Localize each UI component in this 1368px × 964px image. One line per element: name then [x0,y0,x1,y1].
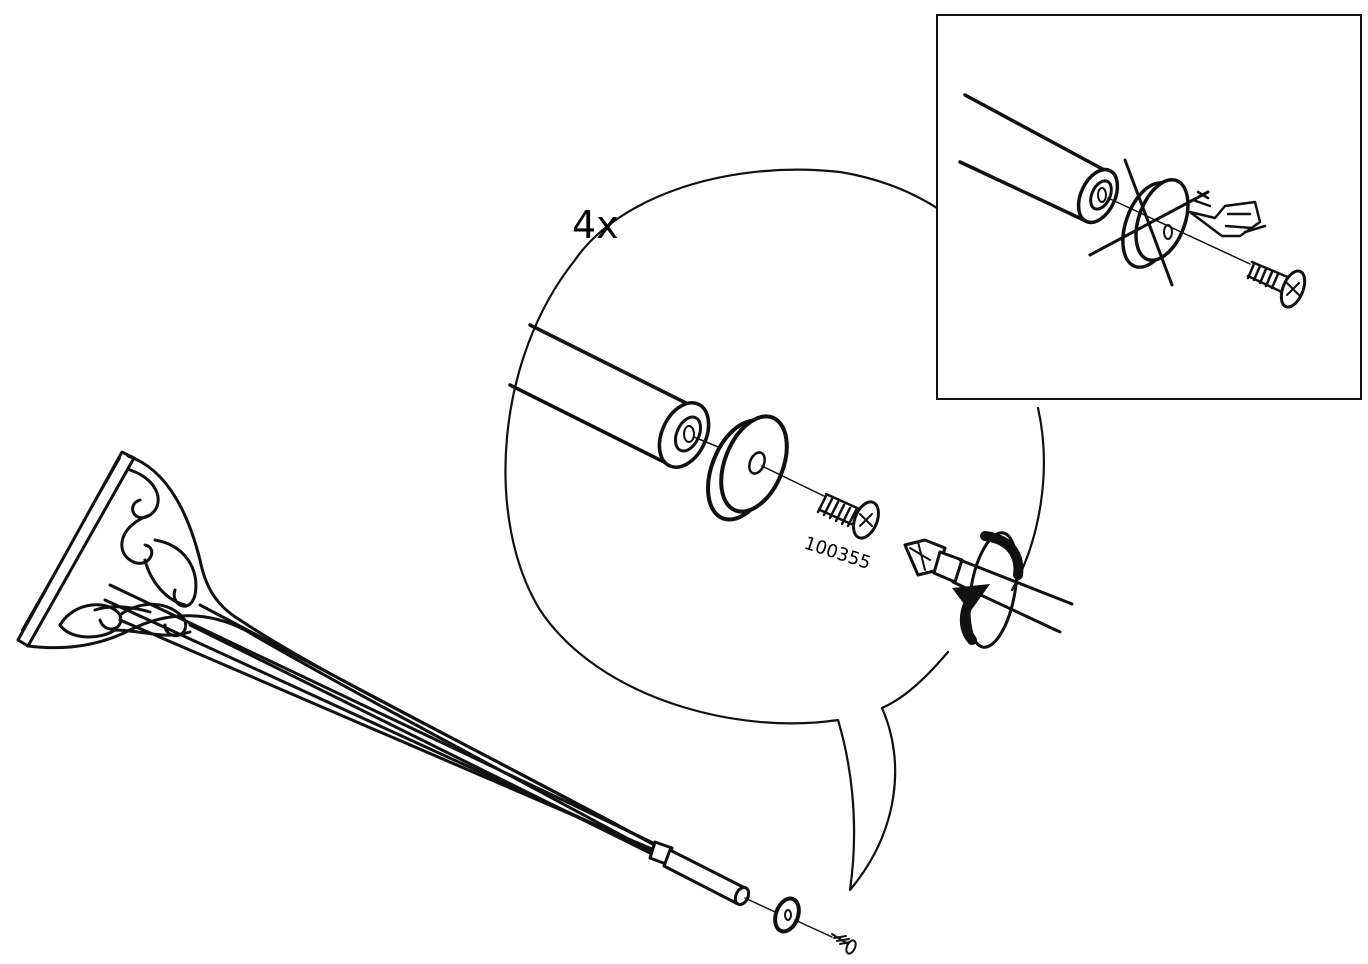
lamp-base-leg [16,450,857,955]
phillips-screwdriver-icon [903,538,1074,634]
pointing-hand-icon [1188,190,1267,238]
quantity-label: 4x [572,203,619,247]
tube-detail [508,323,741,469]
crossed-out-washer-warning [936,14,1362,400]
screw-100355 [816,492,880,540]
clockwise-rotation-arrow-icon [952,531,1024,649]
washer-detail [706,414,827,522]
